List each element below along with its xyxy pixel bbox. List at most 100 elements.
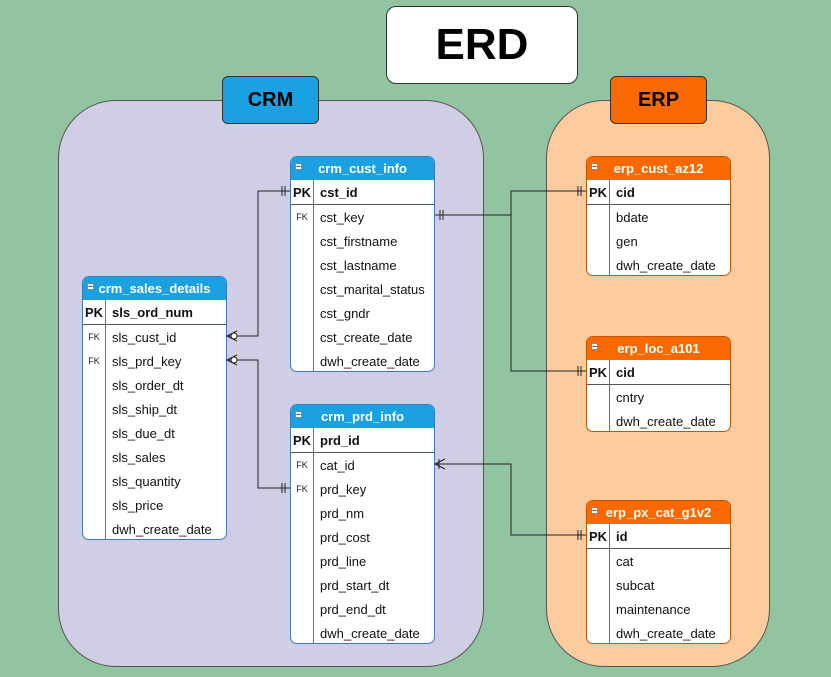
field-name: dwh_create_date: [112, 521, 212, 537]
table-row[interactable]: dwh_create_date: [291, 349, 434, 371]
table-row[interactable]: PK cid: [587, 180, 730, 205]
table-row[interactable]: sls_ship_dt: [83, 397, 226, 421]
table-header[interactable]: − erp_loc_a101: [587, 337, 730, 360]
collapse-icon[interactable]: −: [295, 162, 302, 171]
key-column-divider: [105, 300, 106, 539]
key-badge: FK: [296, 484, 308, 494]
collapse-icon[interactable]: −: [591, 506, 598, 515]
table-row[interactable]: prd_end_dt: [291, 597, 434, 621]
table-row[interactable]: sls_due_dt: [83, 421, 226, 445]
field-name: sls_ord_num: [112, 304, 193, 320]
field-name: sls_price: [112, 497, 164, 513]
diagram-title: ERD: [386, 6, 578, 84]
table-row[interactable]: sls_order_dt: [83, 373, 226, 397]
table-row[interactable]: PK sls_ord_num: [83, 300, 226, 325]
table-header[interactable]: −erp_px_cat_g1v2: [587, 501, 730, 524]
table-row[interactable]: cntry: [587, 385, 730, 409]
table-row[interactable]: prd_line: [291, 549, 434, 573]
field-name: dwh_create_date: [616, 413, 716, 429]
table-row[interactable]: prd_nm: [291, 501, 434, 525]
key-badge: PK: [588, 184, 608, 200]
table-row[interactable]: cst_gndr: [291, 301, 434, 325]
field-name: cst_create_date: [320, 329, 413, 345]
table-row[interactable]: cat: [587, 549, 730, 573]
key-badge: FK: [88, 332, 100, 342]
table-row[interactable]: FK cat_id: [291, 453, 434, 477]
table-row[interactable]: gen: [587, 229, 730, 253]
crm-group-label: CRM: [222, 76, 319, 124]
key-badge: PK: [292, 432, 312, 448]
field-name: cat: [616, 553, 634, 569]
field-name: prd_nm: [320, 505, 365, 521]
table-header[interactable]: −crm_cust_info: [291, 157, 434, 180]
table-row[interactable]: dwh_create_date: [291, 621, 434, 643]
field-name: cst_firstname: [320, 233, 398, 249]
field-name: cst_gndr: [320, 305, 370, 321]
key-badge: PK: [588, 364, 608, 380]
table-row[interactable]: cst_marital_status: [291, 277, 434, 301]
field-name: cid: [616, 184, 635, 200]
erp-group-label: ERP: [610, 76, 707, 124]
field-name: sls_ship_dt: [112, 401, 178, 417]
key-badge: PK: [292, 184, 312, 200]
table-row[interactable]: cst_lastname: [291, 253, 434, 277]
link-sales-cust: [227, 190, 290, 337]
field-name: bdate: [616, 209, 649, 225]
key-column-divider: [609, 524, 610, 643]
key-column-divider: [313, 428, 314, 643]
field-name: id: [616, 528, 628, 544]
table-row[interactable]: prd_cost: [291, 525, 434, 549]
field-name: sls_order_dt: [112, 377, 184, 393]
table-row[interactable]: dwh_create_date: [587, 253, 730, 275]
table-row[interactable]: prd_start_dt: [291, 573, 434, 597]
table-name: erp_px_cat_g1v2: [605, 505, 712, 520]
collapse-icon[interactable]: −: [591, 342, 598, 351]
table-row[interactable]: cst_create_date: [291, 325, 434, 349]
field-name: cst_id: [320, 184, 358, 200]
table-row[interactable]: cst_firstname: [291, 229, 434, 253]
field-name: gen: [616, 233, 638, 249]
table-row[interactable]: dwh_create_date: [83, 517, 226, 539]
field-name: sls_due_dt: [112, 425, 175, 441]
key-badge: PK: [84, 304, 104, 320]
table-header[interactable]: −crm_prd_info: [291, 405, 434, 428]
field-name: prd_line: [320, 553, 367, 569]
collapse-icon[interactable]: −: [295, 410, 302, 419]
field-name: dwh_create_date: [320, 353, 420, 369]
key-column-divider: [609, 180, 610, 275]
table-header[interactable]: −crm_sales_details: [83, 277, 226, 300]
table-header[interactable]: −erp_cust_az12: [587, 157, 730, 180]
key-column-divider: [609, 360, 610, 431]
table-name: erp_loc_a101: [617, 341, 700, 356]
table-row[interactable]: sls_quantity: [83, 469, 226, 493]
table-name: crm_sales_details: [98, 281, 211, 296]
table-row[interactable]: PK cst_id: [291, 180, 434, 205]
table-row[interactable]: maintenance: [587, 597, 730, 621]
key-badge: FK: [296, 460, 308, 470]
field-name: cst_key: [320, 209, 365, 225]
collapse-icon[interactable]: −: [87, 282, 94, 291]
key-badge: FK: [88, 356, 100, 366]
table-row[interactable]: dwh_create_date: [587, 621, 730, 643]
field-name: cat_id: [320, 457, 355, 473]
table-row[interactable]: bdate: [587, 205, 730, 229]
table-row[interactable]: sls_price: [83, 493, 226, 517]
collapse-icon[interactable]: −: [591, 162, 598, 171]
table-row[interactable]: subcat: [587, 573, 730, 597]
table-row[interactable]: sls_sales: [83, 445, 226, 469]
key-column-divider: [313, 180, 314, 371]
table-row[interactable]: dwh_create_date: [587, 409, 730, 431]
